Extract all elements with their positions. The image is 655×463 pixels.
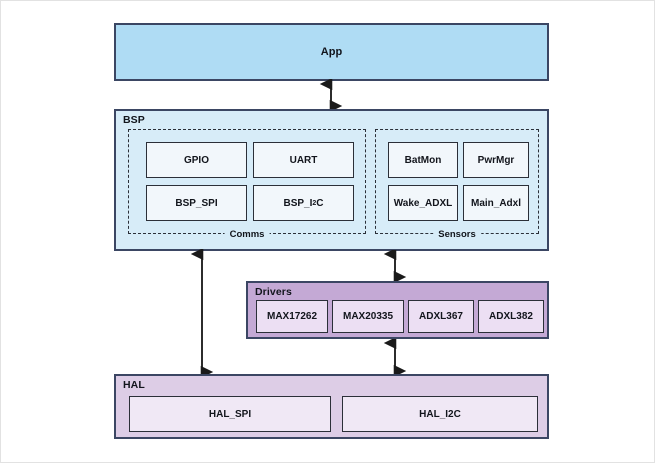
connector-bsp-to-drivers	[383, 250, 407, 282]
cell-max17262[interactable]: MAX17262	[256, 300, 328, 333]
cell-main-adxl[interactable]: Main_Adxl	[463, 185, 529, 221]
group-sensors: BatMon PwrMgr Wake_ADXL Main_Adxl Sensor…	[375, 129, 539, 240]
layer-hal[interactable]: HAL HAL_SPI HAL_I2C	[114, 374, 549, 439]
connector-app-to-bsp	[319, 79, 343, 111]
layer-app[interactable]: App	[114, 23, 549, 81]
cell-max20335[interactable]: MAX20335	[332, 300, 404, 333]
cell-bsp-spi[interactable]: BSP_SPI	[146, 185, 247, 221]
layer-drivers[interactable]: Drivers MAX17262 MAX20335 ADXL367 ADXL38…	[246, 281, 549, 339]
cell-bsp-i2c-suffix: C	[316, 197, 324, 209]
cell-wake-adxl[interactable]: Wake_ADXL	[388, 185, 458, 221]
group-comms-caption: Comms	[224, 229, 270, 240]
cell-uart[interactable]: UART	[253, 142, 354, 178]
cell-pwrmgr[interactable]: PwrMgr	[463, 142, 529, 178]
connector-drivers-to-hal	[383, 339, 407, 376]
cell-bsp-i2c-prefix: BSP_I	[283, 197, 313, 209]
layer-hal-label: HAL	[123, 379, 145, 391]
layer-app-title: App	[320, 46, 343, 58]
cell-batmon[interactable]: BatMon	[388, 142, 458, 178]
cell-bsp-i2c-superscript: 2	[312, 199, 317, 207]
connector-bsp-to-hal	[190, 249, 214, 377]
cell-gpio[interactable]: GPIO	[146, 142, 247, 178]
cell-adxl382[interactable]: ADXL382	[478, 300, 544, 333]
layer-drivers-label: Drivers	[255, 286, 292, 298]
cell-adxl367[interactable]: ADXL367	[408, 300, 474, 333]
group-sensors-caption: Sensors	[433, 229, 481, 240]
cell-hal-spi[interactable]: HAL_SPI	[129, 396, 331, 432]
layer-bsp-label: BSP	[123, 114, 145, 126]
cell-hal-i2c[interactable]: HAL_I2C	[342, 396, 538, 432]
